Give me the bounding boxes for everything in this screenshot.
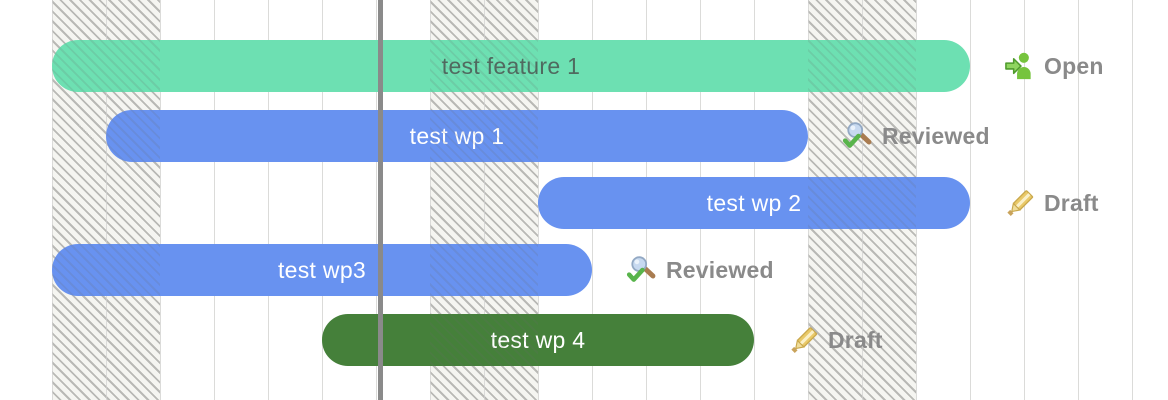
- gantt-bar-test-wp-1[interactable]: test wp 1: [106, 110, 808, 162]
- user-arrow-icon: [1004, 51, 1035, 82]
- bar-label: test feature 1: [441, 52, 581, 79]
- status-text: Reviewed: [882, 122, 990, 149]
- day-grid-line: [106, 0, 107, 400]
- day-grid-line: [1078, 0, 1079, 400]
- day-grid-line: [268, 0, 269, 400]
- day-grid-line: [214, 0, 215, 400]
- gantt-bar-test-wp-4[interactable]: test wp 4: [322, 314, 754, 366]
- today-marker-line: [378, 0, 383, 400]
- magnifier-check-icon: [626, 255, 657, 286]
- bar-label: test wp 1: [409, 122, 505, 149]
- status-text: Reviewed: [666, 256, 774, 283]
- pencil-icon: [788, 325, 819, 356]
- day-grid-line: [376, 0, 377, 400]
- gantt-bar-test-wp-2[interactable]: test wp 2: [538, 177, 970, 229]
- status-text: Open: [1044, 52, 1104, 79]
- bar-label: test wp3: [277, 256, 367, 283]
- status-label: Draft: [788, 314, 883, 366]
- day-grid-line: [430, 0, 431, 400]
- day-grid-line: [484, 0, 485, 400]
- status-label: Open: [1004, 40, 1104, 92]
- day-grid-line: [160, 0, 161, 400]
- status-label: Reviewed: [626, 244, 774, 296]
- magnifier-check-icon: [842, 121, 873, 152]
- status-label: Draft: [1004, 177, 1099, 229]
- day-grid-line: [1132, 0, 1133, 400]
- status-text: Draft: [1044, 189, 1099, 216]
- gantt-bar-test-feature-1[interactable]: test feature 1: [52, 40, 970, 92]
- day-grid-line: [970, 0, 971, 400]
- pencil-icon: [1004, 188, 1035, 219]
- bar-label: test wp 4: [490, 326, 586, 353]
- status-label: Reviewed: [842, 110, 990, 162]
- bar-label: test wp 2: [706, 189, 802, 216]
- status-text: Draft: [828, 326, 883, 353]
- gantt-bar-test-wp3[interactable]: test wp3: [52, 244, 592, 296]
- day-grid-line: [322, 0, 323, 400]
- day-grid-line: [52, 0, 53, 400]
